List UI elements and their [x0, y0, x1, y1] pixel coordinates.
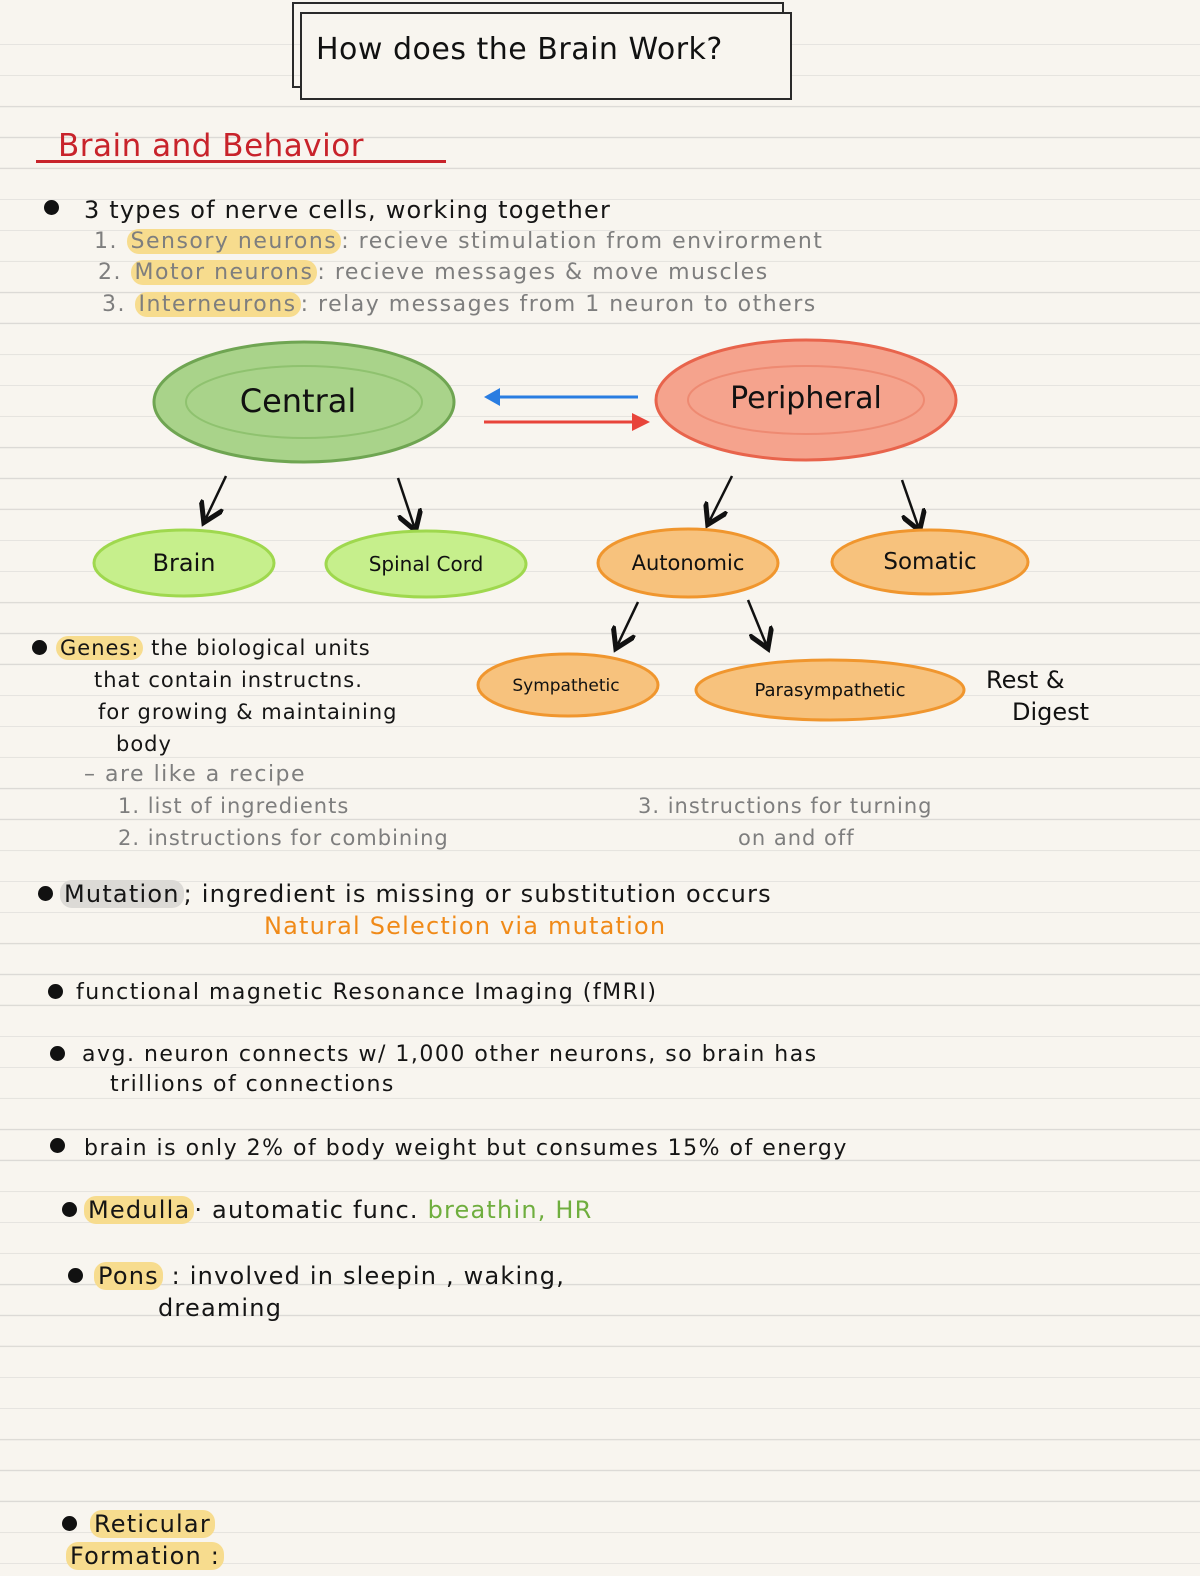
term-description: : relay messages from 1 neuron to others — [300, 292, 817, 317]
title-box — [300, 12, 792, 100]
list-item: 2. Motor neurons: recieve messages & mov… — [98, 260, 769, 285]
term-genes: Genes: — [56, 636, 144, 660]
rest-digest-line2: Digest — [1012, 698, 1089, 726]
genes-line4: body — [116, 732, 172, 756]
term-mutation: Mutation — [60, 880, 184, 908]
rest-digest-line1: Rest & — [986, 666, 1065, 694]
bullet-dot — [32, 640, 47, 655]
brain-label: Brain — [153, 549, 216, 577]
mutation-definition: ; ingredient is missing or substitution … — [183, 880, 772, 908]
reticular-line1: Reticular — [90, 1510, 215, 1538]
term-medulla: Medulla — [84, 1196, 195, 1224]
peripheral-label: Peripheral — [730, 381, 882, 416]
somatic-node: Somatic — [830, 528, 1030, 596]
genes-line1: Genes: the biological units — [56, 636, 371, 660]
bullet-dot — [38, 886, 53, 901]
arrow-to-spinal-cord — [396, 477, 414, 526]
genes-list-2: 2. instructions for combining — [118, 826, 449, 850]
somatic-label: Somatic — [883, 549, 976, 575]
central-label: Central — [240, 382, 357, 420]
bullet-dot — [50, 1046, 65, 1061]
bullet-dot — [62, 1202, 77, 1217]
nerve-cells-intro: 3 types of nerve cells, working together — [84, 196, 612, 224]
genes-list-3b: on and off — [738, 826, 855, 850]
arrow-to-brain — [206, 475, 228, 518]
list-item: 3. Interneurons: relay messages from 1 n… — [102, 292, 817, 317]
list-number: 3. — [102, 292, 126, 317]
term-description: : recieve stimulation from envirorment — [341, 229, 824, 254]
term-pons: Pons — [94, 1262, 163, 1290]
genes-definition: the biological units — [151, 636, 371, 660]
section-heading: Brain and Behavior — [58, 128, 364, 164]
parasympathetic-node: Parasympathetic — [694, 658, 966, 722]
genes-line3: for growing & maintaining — [98, 700, 398, 724]
central-node: Central — [152, 340, 456, 464]
sympathetic-node: Sympathetic — [476, 652, 660, 718]
sympathetic-label: Sympathetic — [512, 676, 619, 696]
autonomic-label: Autonomic — [632, 551, 745, 575]
genes-recipe: – are like a recipe — [84, 762, 307, 787]
term-sensory-neurons: Sensory neurons — [126, 229, 342, 254]
heading-underline — [36, 160, 446, 163]
arrow-to-parasympathetic — [746, 599, 766, 644]
red-arrow — [484, 413, 650, 431]
neuron-connections-line1: avg. neuron connects w/ 1,000 other neur… — [82, 1042, 818, 1067]
reticular-line2: Formation : — [66, 1542, 225, 1570]
nervous-system-diagram: Central Peripheral Brain Spinal Cord Aut… — [92, 338, 1089, 726]
medulla-description: · automatic func. — [194, 1196, 419, 1224]
term-reticular: Reticular — [90, 1510, 215, 1538]
medulla-note: breathin, HR — [427, 1196, 593, 1224]
bullet-dot — [48, 984, 63, 999]
spinal-cord-node: Spinal Cord — [324, 529, 528, 599]
arrow-to-sympathetic — [618, 601, 640, 644]
medulla-line: Medulla· automatic func. breathin, HR — [84, 1196, 593, 1224]
list-item: 1. Sensory neurons: recieve stimulation … — [94, 229, 823, 254]
pons-description: : involved in sleepin , waking, — [171, 1262, 566, 1290]
genes-list-1: 1. list of ingredients — [118, 794, 350, 818]
arrow-to-autonomic — [710, 475, 734, 520]
brain-node: Brain — [92, 528, 276, 598]
arrow-to-somatic — [900, 479, 918, 526]
list-number: 1. — [94, 229, 118, 254]
blue-arrow — [484, 388, 638, 406]
list-number: 2. — [98, 260, 122, 285]
autonomic-node: Autonomic — [596, 527, 780, 599]
bullet-dot — [50, 1138, 65, 1153]
term-motor-neurons: Motor neurons — [130, 260, 318, 285]
genes-list-3a: 3. instructions for turning — [638, 794, 933, 818]
brain-weight-text: brain is only 2% of body weight but cons… — [84, 1136, 848, 1161]
bullet-dot — [44, 200, 59, 215]
term-description: : recieve messages & move muscles — [317, 260, 769, 285]
pons-line: Pons : involved in sleepin , waking, — [94, 1262, 565, 1290]
bullet-dot — [62, 1516, 77, 1531]
neuron-connections-line2: trillions of connections — [110, 1072, 395, 1097]
spinal-cord-label: Spinal Cord — [369, 552, 484, 576]
mutation-note: Natural Selection via mutation — [264, 912, 667, 940]
pons-line2: dreaming — [158, 1294, 283, 1322]
term-interneurons: Interneurons — [134, 292, 301, 317]
mutation-line: Mutation; ingredient is missing or subst… — [60, 880, 772, 908]
term-formation: Formation : — [66, 1542, 225, 1570]
fmri-text: functional magnetic Resonance Imaging (f… — [76, 980, 658, 1005]
peripheral-node: Peripheral — [654, 338, 958, 462]
genes-line2: that contain instructns. — [94, 668, 363, 692]
parasympathetic-label: Parasympathetic — [754, 680, 905, 701]
bullet-dot — [68, 1268, 83, 1283]
page-title: How does the Brain Work? — [316, 32, 723, 67]
